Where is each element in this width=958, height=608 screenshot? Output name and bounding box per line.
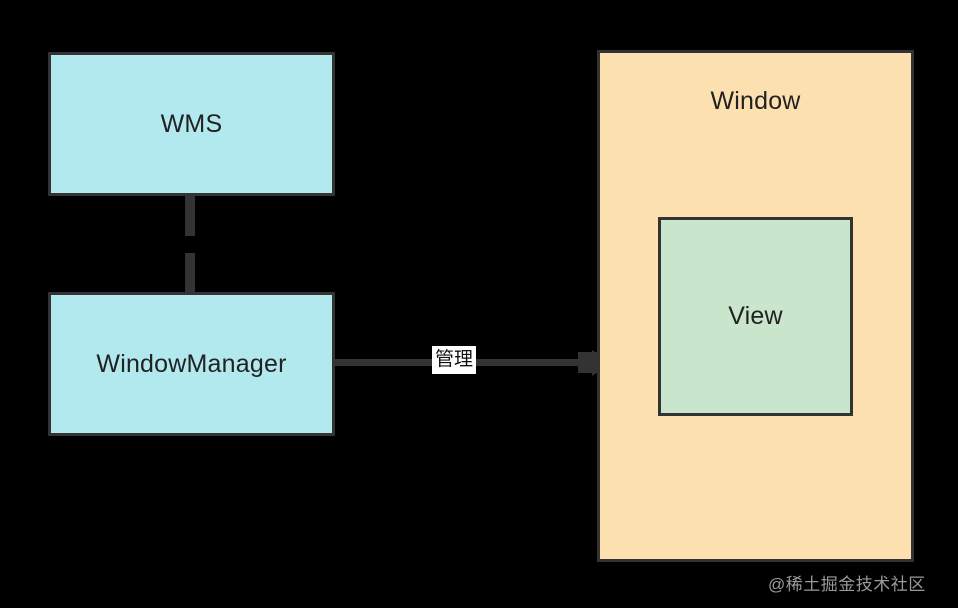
watermark: @稀土掘金技术社区 bbox=[768, 575, 926, 594]
manage-edge-label: 管理 bbox=[432, 346, 477, 374]
node-window-manager[interactable]: WindowManager bbox=[48, 292, 335, 436]
association-connector-dashed bbox=[185, 196, 195, 292]
node-window-manager-label: WindowManager bbox=[96, 349, 287, 378]
association-connector-cap-bottom bbox=[186, 288, 194, 294]
node-view[interactable]: View bbox=[658, 217, 853, 416]
node-window-label: Window bbox=[710, 87, 801, 115]
node-wms[interactable]: WMS bbox=[48, 52, 335, 196]
node-view-label: View bbox=[728, 302, 783, 330]
node-wms-label: WMS bbox=[160, 109, 223, 138]
